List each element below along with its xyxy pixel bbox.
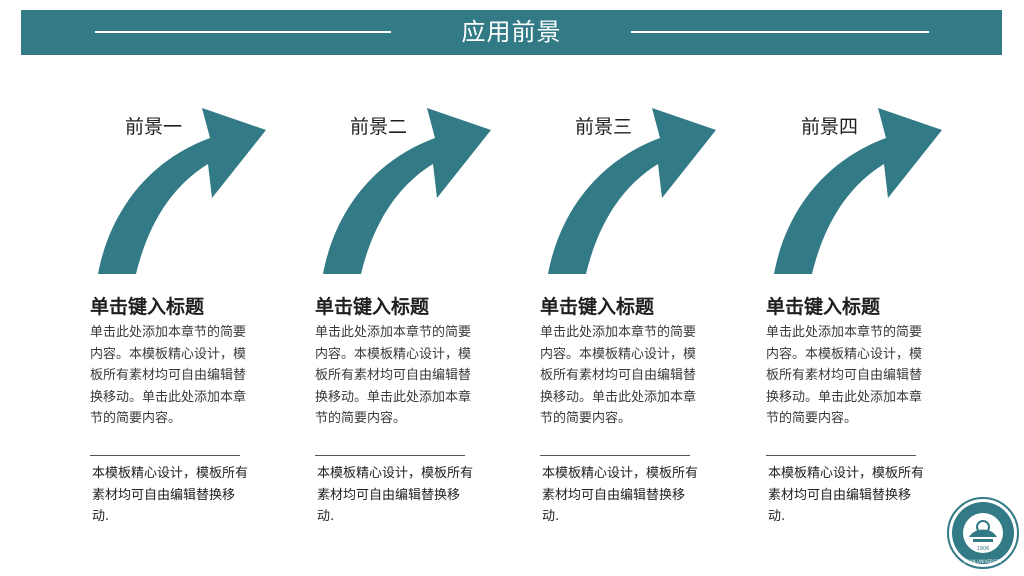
prospect-card-4: 前景四 单击键入标题 单击此处添加本章节的简要内容。本模板精心设计，模板所有素材… — [766, 100, 956, 530]
seal-name: JINAN UNIVERSITY — [963, 559, 1002, 564]
card-heading[interactable]: 单击键入标题 — [315, 296, 430, 318]
card-body-text[interactable]: 单击此处添加本章节的简要内容。本模板精心设计，模板所有素材均可自由编辑替换移动。… — [90, 325, 247, 426]
card-body-text[interactable]: 单击此处添加本章节的简要内容。本模板精心设计，模板所有素材均可自由编辑替换移动。… — [766, 325, 923, 426]
curved-arrow-icon — [774, 108, 942, 274]
card-body-text[interactable]: 单击此处添加本章节的简要内容。本模板精心设计，模板所有素材均可自由编辑替换移动。… — [540, 325, 697, 426]
university-seal-icon: 1906 JINAN UNIVERSITY — [947, 497, 1019, 569]
seal-year: 1906 — [977, 546, 990, 552]
card-divider — [766, 455, 916, 456]
card-divider — [540, 455, 690, 456]
prospect-label: 前景四 — [801, 116, 859, 138]
card-body-text[interactable]: 单击此处添加本章节的简要内容。本模板精心设计，模板所有素材均可自由编辑替换移动。… — [315, 325, 472, 426]
prospect-label: 前景三 — [575, 116, 633, 138]
prospect-card-1: 前景一 单击键入标题 单击此处添加本章节的简要内容。本模板精心设计，模板所有素材… — [90, 100, 280, 530]
card-note-text[interactable]: 本模板精心设计，模板所有素材均可自由编辑替换移动. — [542, 466, 699, 524]
card-divider — [315, 455, 465, 456]
card-note-text[interactable]: 本模板精心设计，模板所有素材均可自由编辑替换移动. — [768, 466, 925, 524]
card-note-text[interactable]: 本模板精心设计，模板所有素材均可自由编辑替换移动. — [92, 466, 249, 524]
title-divider-left — [95, 31, 391, 33]
prospect-card-2: 前景二 单击键入标题 单击此处添加本章节的简要内容。本模板精心设计，模板所有素材… — [315, 100, 505, 530]
card-note-text[interactable]: 本模板精心设计，模板所有素材均可自由编辑替换移动. — [317, 466, 474, 524]
card-heading[interactable]: 单击键入标题 — [540, 296, 655, 318]
curved-arrow-icon — [98, 108, 266, 274]
page-title: 应用前景 — [461, 18, 562, 46]
curved-arrow-icon — [548, 108, 716, 274]
title-divider-right — [631, 31, 929, 33]
card-heading[interactable]: 单击键入标题 — [766, 296, 881, 318]
card-heading[interactable]: 单击键入标题 — [90, 296, 205, 318]
prospect-label: 前景二 — [350, 116, 408, 138]
title-bar: 应用前景 — [21, 10, 1002, 55]
card-divider — [90, 455, 240, 456]
prospect-card-3: 前景三 单击键入标题 单击此处添加本章节的简要内容。本模板精心设计，模板所有素材… — [540, 100, 730, 530]
prospect-label: 前景一 — [125, 116, 183, 138]
curved-arrow-icon — [323, 108, 491, 274]
